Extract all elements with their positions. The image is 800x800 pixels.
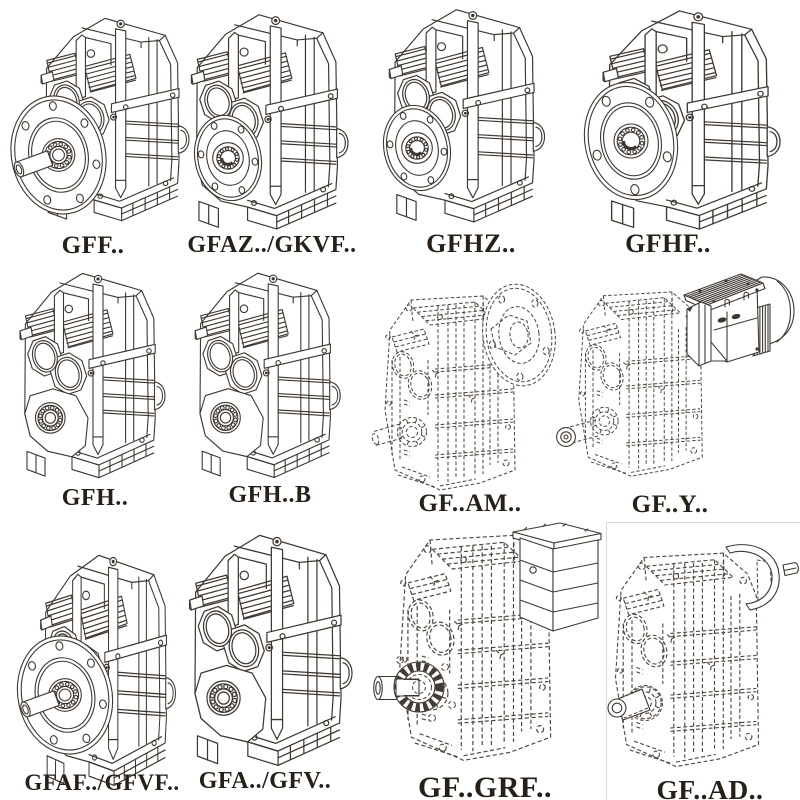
svg-text:GFH..B: GFH..B (228, 482, 311, 508)
svg-text:GFH..: GFH.. (62, 485, 129, 511)
svg-text:GFHF..: GFHF.. (625, 229, 711, 258)
svg-text:GFAZ../GKVF..: GFAZ../GKVF.. (187, 232, 356, 258)
svg-text:GFAF../GFVF..: GFAF../GFVF.. (24, 770, 179, 795)
svg-text:GFF..: GFF.. (62, 232, 125, 259)
svg-text:GF..GRF..: GF..GRF.. (418, 771, 552, 800)
svg-text:GF..AD..: GF..AD.. (657, 774, 764, 800)
svg-text:GF..AM..: GF..AM.. (418, 490, 521, 517)
svg-text:GFA../GFV..: GFA../GFV.. (199, 768, 332, 794)
svg-text:GFHZ..: GFHZ.. (426, 229, 516, 258)
svg-text:GF..Y..: GF..Y.. (632, 491, 709, 518)
